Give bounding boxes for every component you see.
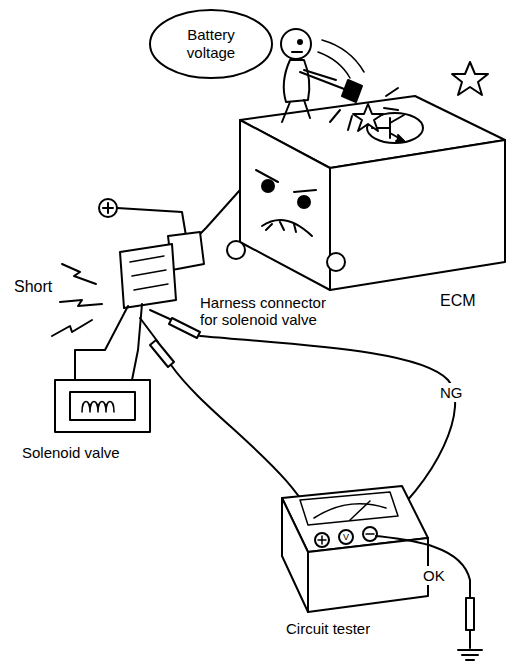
ground-probe [458, 598, 482, 660]
battery-man-part [281, 29, 311, 59]
harness-connector-part [120, 244, 176, 308]
impact-stars-part [452, 62, 488, 95]
fault-label: Short [14, 278, 52, 295]
speech-bubble: Battery voltage [148, 8, 274, 80]
terminal-mark: V [341, 531, 351, 543]
ecm-face-part [266, 222, 296, 232]
part-label: Solenoid valve [22, 444, 120, 461]
short-spark [52, 264, 102, 336]
tester-terminals-part [366, 533, 374, 535]
bubble-ellipse [150, 10, 272, 78]
ecm-face-part [256, 170, 316, 192]
battery-man-part [282, 100, 310, 122]
battery-plus-symbol-part [99, 199, 117, 217]
part-label: Harness connector for solenoid valve [200, 294, 340, 328]
impact-stars [318, 40, 488, 131]
solenoid-valve-part [82, 402, 114, 413]
ecm-face-part [298, 196, 310, 208]
solenoid-valve-part [55, 380, 150, 432]
solenoid-valve [55, 380, 150, 432]
ground-probe-part [466, 598, 474, 630]
ecm-face-part [327, 253, 345, 271]
ok-lead [376, 536, 470, 598]
transistor-symbol-part [396, 135, 404, 141]
harness-connector [120, 232, 204, 308]
circuit-tester-part [300, 492, 398, 525]
ecm-face [227, 170, 345, 271]
impact-stars-part [330, 88, 398, 130]
battery-plus-symbol [99, 199, 117, 217]
solenoid-wires-part [132, 304, 142, 380]
solenoid-valve-part [70, 392, 135, 420]
tester-terminals-part [339, 530, 353, 544]
ground-probe-part [458, 650, 482, 660]
part-label: Circuit tester [286, 620, 370, 637]
ecm-face-part [227, 241, 245, 259]
short-spark-part [60, 300, 102, 306]
tester-terminals-part [315, 533, 329, 547]
tester-terminals-part [318, 536, 326, 544]
power-wire [117, 208, 186, 236]
ground-probe-part [469, 630, 471, 648]
positive-probe-part [150, 340, 174, 367]
positive-probe [140, 318, 174, 367]
ecm-box [240, 96, 505, 290]
solenoid-wires-part [75, 306, 128, 380]
battery-man-part [342, 80, 362, 102]
impact-stars-part [353, 104, 383, 131]
circuit-tester-part [308, 538, 428, 612]
ng-lead [200, 336, 455, 534]
battery-man [281, 29, 362, 122]
battery-man-part [284, 60, 310, 102]
positive-probe-part [140, 318, 158, 342]
battery-man-part [292, 51, 302, 53]
ng-probe [150, 310, 200, 338]
short-spark-part [52, 320, 92, 336]
harness-connector-part [130, 256, 168, 290]
ecm-box-part [240, 120, 330, 290]
tester-terminals-part [363, 527, 377, 541]
circuit-tester-part [350, 501, 370, 520]
solenoid-wires [75, 304, 142, 380]
circuit-tester [282, 486, 428, 612]
ecm-face-part [262, 180, 274, 192]
part-label: ECM [440, 292, 476, 309]
ecm-face-part [262, 220, 312, 236]
ng-probe-part [150, 310, 172, 320]
circuit-tester-part [314, 504, 386, 518]
tester-terminals [315, 527, 377, 547]
ecm-wire [198, 190, 240, 236]
ecm-box-part [330, 140, 505, 290]
impact-stars-part [318, 40, 364, 78]
battery-man-part [298, 40, 302, 44]
bubble-text: Battery voltage [171, 26, 251, 62]
ng-probe-part [169, 318, 200, 338]
short-spark-part [62, 264, 96, 284]
result-label: NG [437, 383, 466, 402]
result-label: OK [420, 566, 448, 585]
battery-plus-symbol-part [103, 203, 113, 213]
